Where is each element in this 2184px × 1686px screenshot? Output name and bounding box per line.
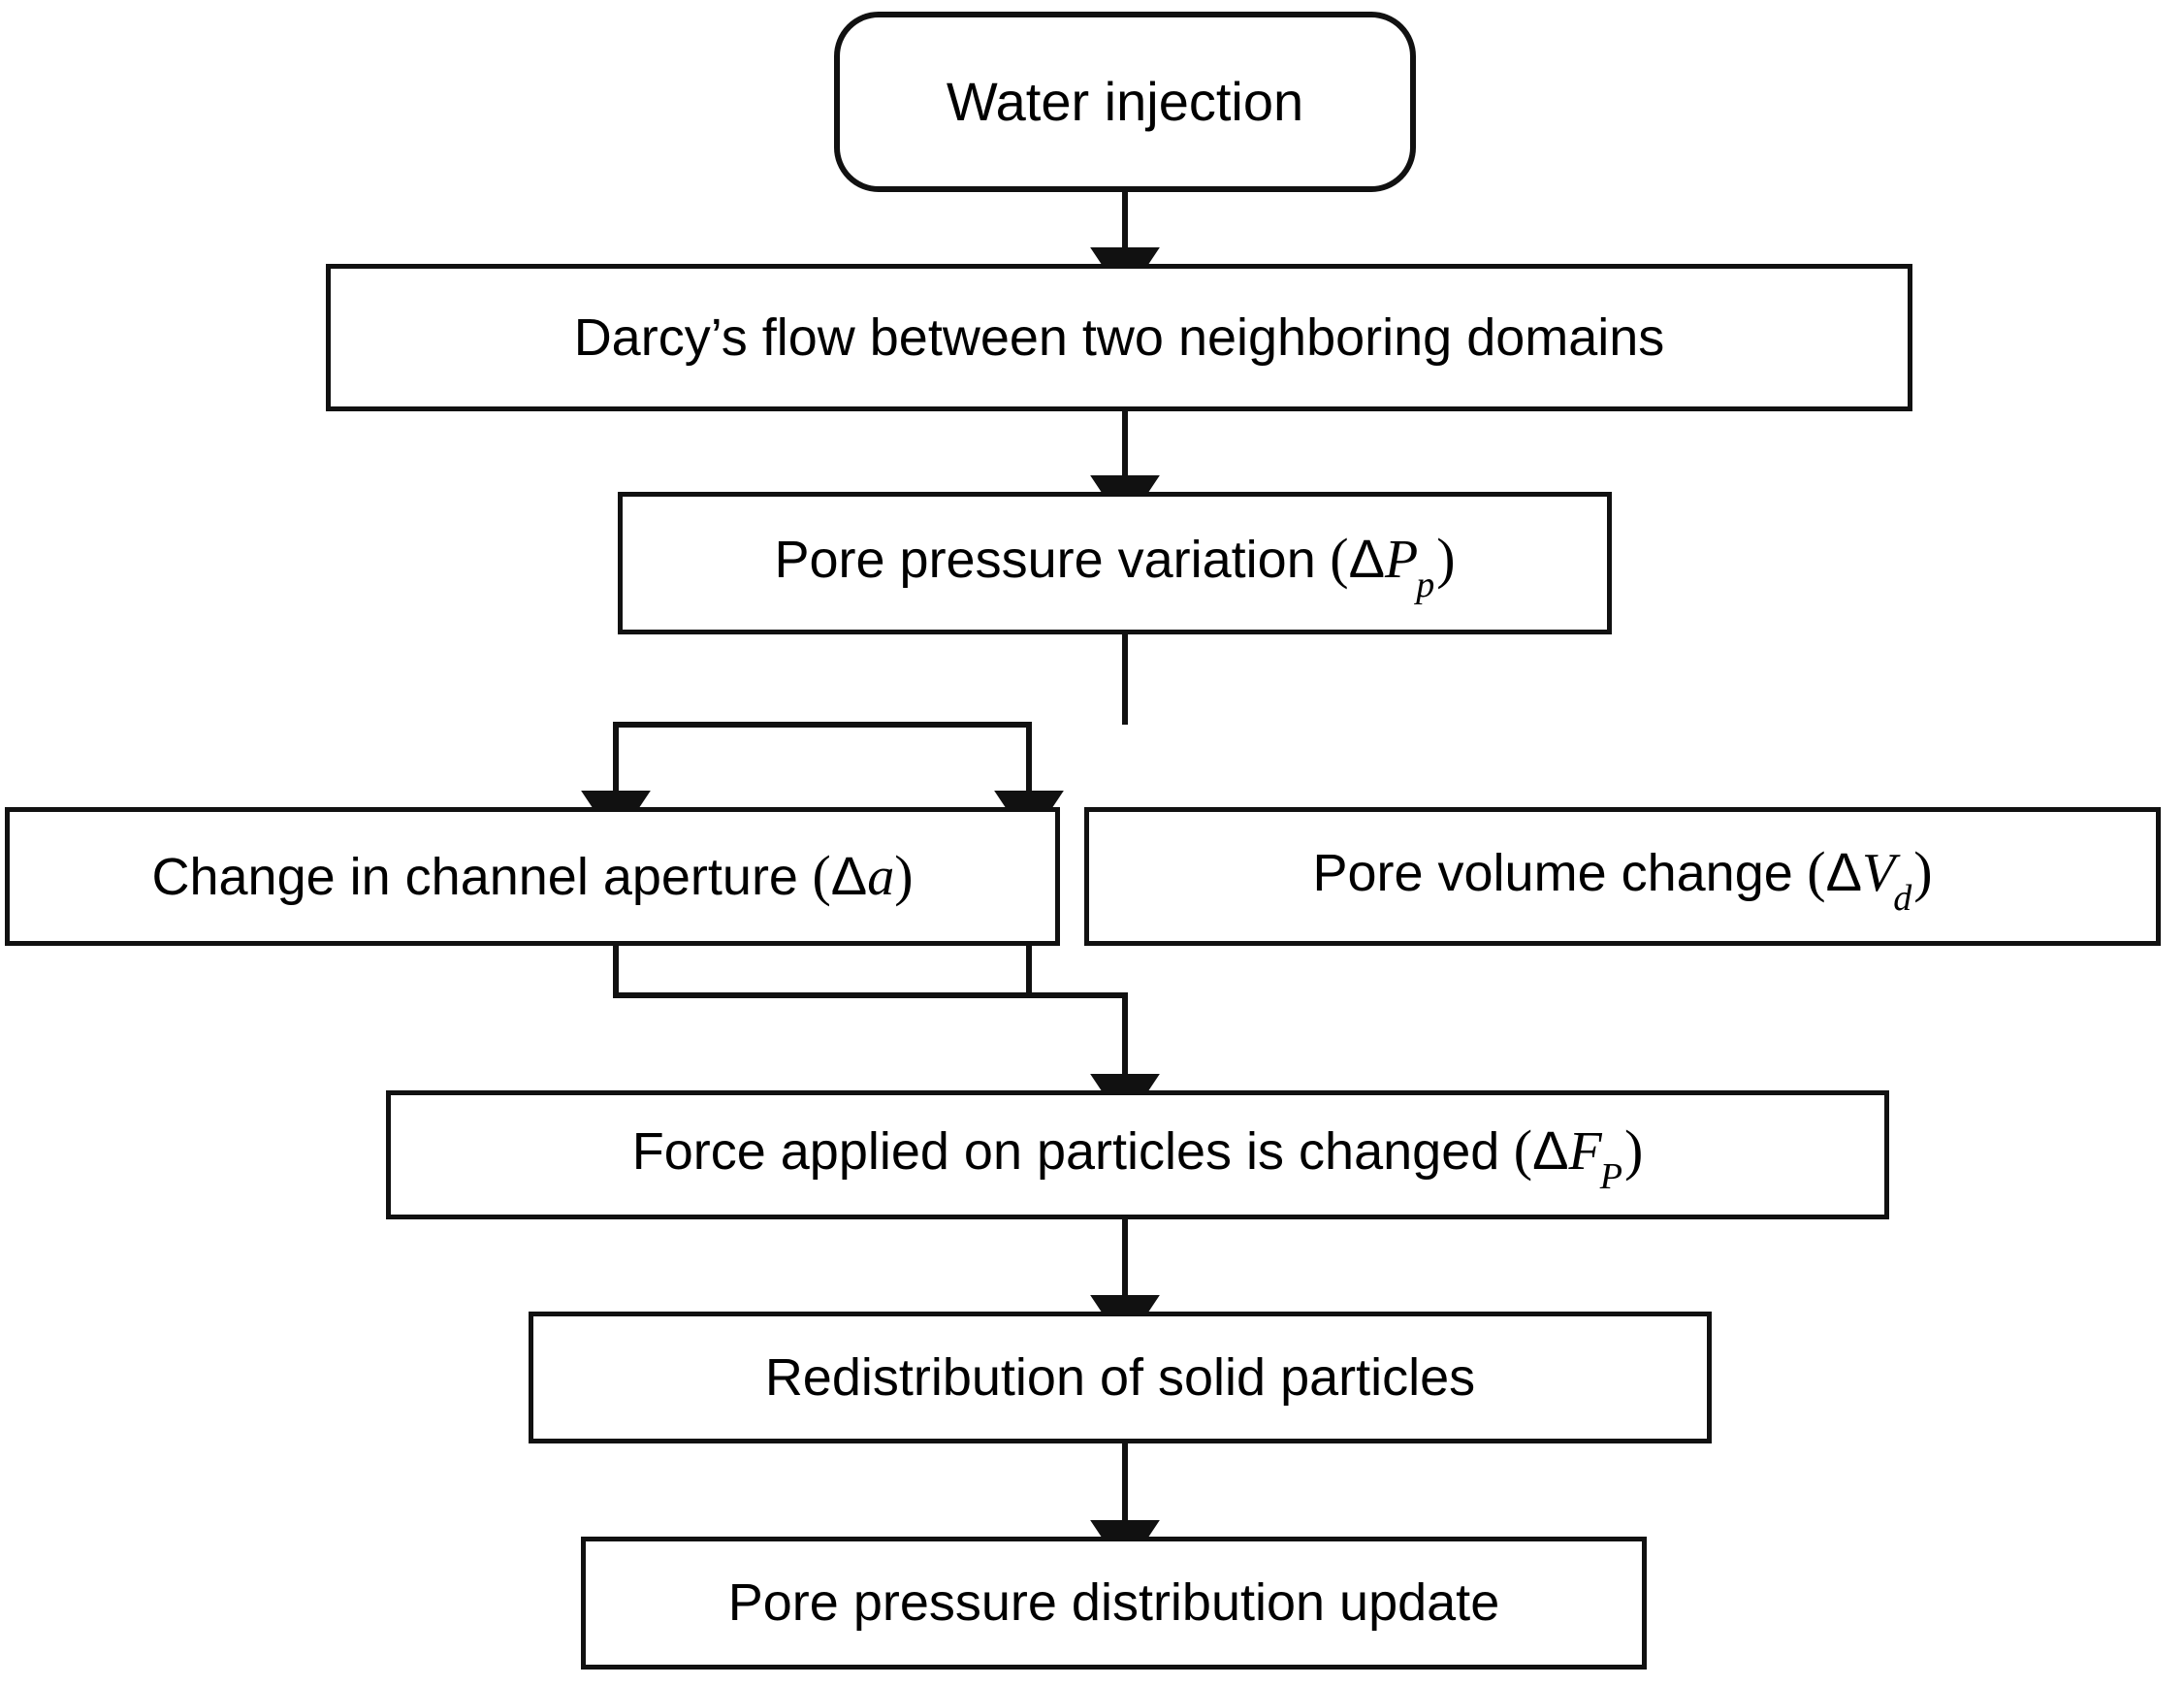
node-darcys-flow-label: Darcy’s flow between two neighboring dom… (573, 308, 1665, 367)
node-water-injection[interactable]: Water injection (834, 12, 1416, 192)
node-pore-pressure-variation-label: Pore pressure variation (ΔPp) (774, 526, 1456, 606)
node-pore-volume-change-label: Pore volume change (ΔVd) (1312, 839, 1933, 920)
node-force-applied-on-particles-label: Force applied on particles is changed (Δ… (631, 1118, 1644, 1198)
node-change-in-channel-aperture-label: Change in channel aperture (Δa) (151, 844, 914, 908)
edge-merge-to-force (613, 946, 1160, 1126)
node-water-injection-label: Water injection (946, 70, 1304, 132)
node-pore-pressure-distribution-update[interactable]: Pore pressure distribution update (581, 1537, 1647, 1670)
node-pore-pressure-variation-symbol: P (1384, 529, 1419, 590)
node-pore-pressure-distribution-update-label: Pore pressure distribution update (727, 1573, 1500, 1633)
node-change-in-channel-aperture-text: Change in channel aperture (151, 848, 798, 907)
node-pore-pressure-variation[interactable]: Pore pressure variation (ΔPp) (618, 492, 1612, 634)
node-redistribution-of-solid-particles[interactable]: Redistribution of solid particles (529, 1312, 1712, 1443)
node-pore-volume-change[interactable]: Pore volume change (ΔVd) (1084, 807, 2161, 946)
node-change-in-channel-aperture[interactable]: Change in channel aperture (Δa) (5, 807, 1060, 946)
node-pore-volume-change-subscript: d (1893, 878, 1912, 920)
node-force-applied-on-particles-text: Force applied on particles is changed (631, 1121, 1500, 1181)
node-pore-pressure-variation-subscript: p (1416, 565, 1435, 606)
node-redistribution-of-solid-particles-label: Redistribution of solid particles (764, 1347, 1476, 1407)
edge-pressure-split (581, 634, 1128, 843)
node-darcys-flow[interactable]: Darcy’s flow between two neighboring dom… (326, 264, 1912, 411)
node-force-applied-on-particles[interactable]: Force applied on particles is changed (Δ… (386, 1090, 1889, 1219)
node-force-applied-on-particles-subscript: P (1599, 1156, 1622, 1198)
node-pore-volume-change-text: Pore volume change (1312, 843, 1793, 902)
node-pore-pressure-variation-text: Pore pressure variation (774, 530, 1316, 589)
